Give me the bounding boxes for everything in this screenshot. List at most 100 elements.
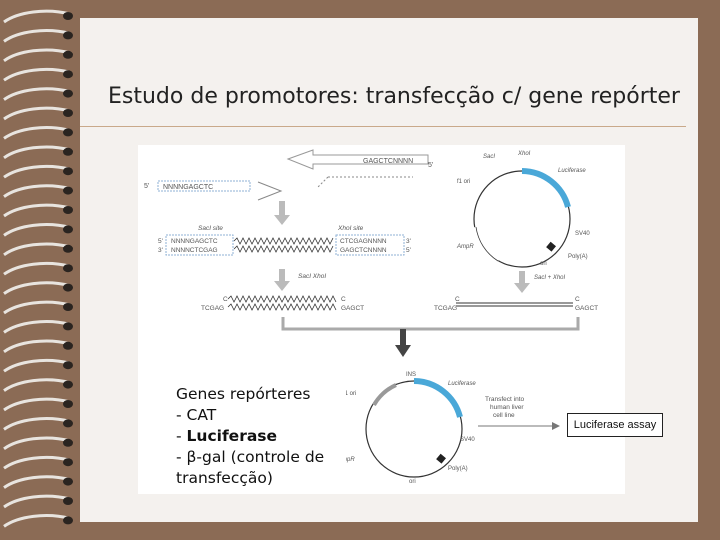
binding-ring xyxy=(3,494,71,509)
gene-item-bgal: - β-gal (controle de xyxy=(176,448,325,466)
binding-ring xyxy=(3,106,71,121)
svg-text:C: C xyxy=(575,296,580,303)
svg-text:3': 3' xyxy=(406,238,411,245)
top-plasmid: SacI XhoI f1 ori Luciferase SV40 Poly(A)… xyxy=(456,151,590,281)
binding-hole xyxy=(63,186,73,195)
binding-ring xyxy=(3,48,71,63)
digested-fragment: C TCGAG C GAGCT xyxy=(201,295,364,312)
transfect-arrow: Transfect into human liver cell line xyxy=(478,396,560,430)
binding-ring xyxy=(3,145,71,160)
binding-ring xyxy=(3,378,71,392)
svg-text:GAGCT: GAGCT xyxy=(575,305,598,312)
binding-ring xyxy=(3,339,71,354)
svg-text:SacI: SacI xyxy=(483,154,495,160)
svg-text:SV40: SV40 xyxy=(575,231,590,237)
transfect-line-2: human liver xyxy=(490,404,524,411)
binding-hole xyxy=(63,244,73,253)
binding-hole xyxy=(63,303,73,311)
binding-hole xyxy=(63,322,73,331)
step-arrows xyxy=(274,201,530,293)
binding-ring xyxy=(3,300,71,315)
svg-text:SV40: SV40 xyxy=(460,437,475,443)
reporter-genes-list: Genes repórteres - CAT - Luciferase - β-… xyxy=(176,384,346,489)
genes-heading: Genes repórteres xyxy=(176,385,311,403)
svg-text:C: C xyxy=(455,296,460,303)
binding-ring xyxy=(3,67,71,82)
binding-hole xyxy=(63,31,73,40)
svg-text:CTCGAGNNNN: CTCGAGNNNN xyxy=(340,238,387,245)
binding-hole xyxy=(63,283,73,292)
binding-hole xyxy=(63,516,73,525)
top-dna-arrow: GAGCTCNNNN 5' xyxy=(286,149,433,170)
binding-hole xyxy=(63,128,73,137)
binding-hole xyxy=(63,147,73,156)
binding-hole xyxy=(63,458,73,467)
binding-hole xyxy=(63,225,73,234)
luciferase-assay-box: Luciferase assay xyxy=(567,413,663,437)
binding-hole xyxy=(63,167,73,176)
svg-text:Poly(A): Poly(A) xyxy=(568,254,588,260)
binding-hole xyxy=(63,380,73,389)
binding-hole xyxy=(63,264,73,273)
title-divider xyxy=(80,126,686,127)
binding-ring xyxy=(3,514,71,528)
binding-ring xyxy=(3,475,71,489)
svg-text:NNNNGAGCTC: NNNNGAGCTC xyxy=(171,238,218,245)
slide-title: Estudo de promotores: transfecção c/ gen… xyxy=(108,84,680,109)
binding-ring xyxy=(3,9,71,24)
figure-drawing: GAGCTCNNNN 5' 5' NNNNGAGCTC SacI site Xh… xyxy=(144,149,598,485)
svg-text:3': 3' xyxy=(158,247,163,254)
svg-text:AmpR: AmpR xyxy=(337,457,355,463)
svg-text:Luciferase: Luciferase xyxy=(448,381,476,387)
merge-bracket xyxy=(281,317,580,357)
binding-ring xyxy=(3,320,71,334)
svg-text:TCGAG: TCGAG xyxy=(201,305,224,312)
svg-text:5': 5' xyxy=(406,247,411,254)
vector-cut: C TCGAG C GAGCT xyxy=(434,296,598,312)
binding-ring xyxy=(3,242,71,257)
binding-ring xyxy=(3,126,71,140)
svg-text:C: C xyxy=(341,296,346,303)
transfect-line-1: Transfect into xyxy=(485,396,525,403)
binding-hole xyxy=(63,497,73,505)
svg-text:f1 ori: f1 ori xyxy=(343,391,356,397)
binding-ring xyxy=(3,184,71,198)
binding-ring xyxy=(3,261,71,276)
svg-text:SacI + XhoI: SacI + XhoI xyxy=(534,275,566,281)
binding-ring xyxy=(3,281,71,295)
svg-text:5': 5' xyxy=(158,238,163,245)
insert-block: 5' 3' NNNNGAGCTC NNNNCTCGAG CTCGAGNNNN G… xyxy=(158,234,411,256)
binding-ring xyxy=(3,223,71,237)
binding-hole xyxy=(63,70,73,79)
binding-ring xyxy=(3,358,71,373)
binding-ring xyxy=(3,455,71,470)
transfect-line-3: cell line xyxy=(493,412,515,419)
svg-text:Luciferase: Luciferase xyxy=(558,168,586,174)
bottom-plasmid: INS f1 ori Luciferase SV40 Poly(A) AmpR … xyxy=(337,372,476,485)
digest-label: SacI XhoI xyxy=(298,273,326,280)
svg-text:AmpR: AmpR xyxy=(456,244,474,250)
binding-hole xyxy=(63,477,73,486)
svg-text:ori: ori xyxy=(540,261,547,267)
top-seq-label: GAGCTCNNNN xyxy=(363,158,413,165)
saci-site-label: SacI site xyxy=(198,225,223,232)
binding-ring xyxy=(3,436,71,451)
svg-text:INS: INS xyxy=(406,372,416,378)
svg-text:GAGCT: GAGCT xyxy=(341,305,364,312)
binding-hole xyxy=(63,400,73,408)
gene-item-bgal-cont: transfecção) xyxy=(176,469,273,487)
svg-text:Poly(A): Poly(A) xyxy=(448,466,468,472)
svg-text:TCGAG: TCGAG xyxy=(434,305,457,312)
binding-hole xyxy=(63,109,73,117)
binding-ring xyxy=(3,164,71,179)
svg-text:NNNNGAGCTC: NNNNGAGCTC xyxy=(163,184,213,191)
svg-text:5': 5' xyxy=(144,183,149,190)
binding-hole xyxy=(63,438,73,447)
svg-text:XhoI: XhoI xyxy=(517,151,531,157)
binding-hole xyxy=(63,361,73,370)
svg-text:GAGCTCNNNN: GAGCTCNNNN xyxy=(340,247,387,254)
svg-text:NNNNCTCGAG: NNNNCTCGAG xyxy=(171,247,218,254)
binding-ring xyxy=(3,87,71,101)
xhoi-site-label: XhoI site xyxy=(337,225,364,232)
svg-text:C: C xyxy=(223,296,228,303)
